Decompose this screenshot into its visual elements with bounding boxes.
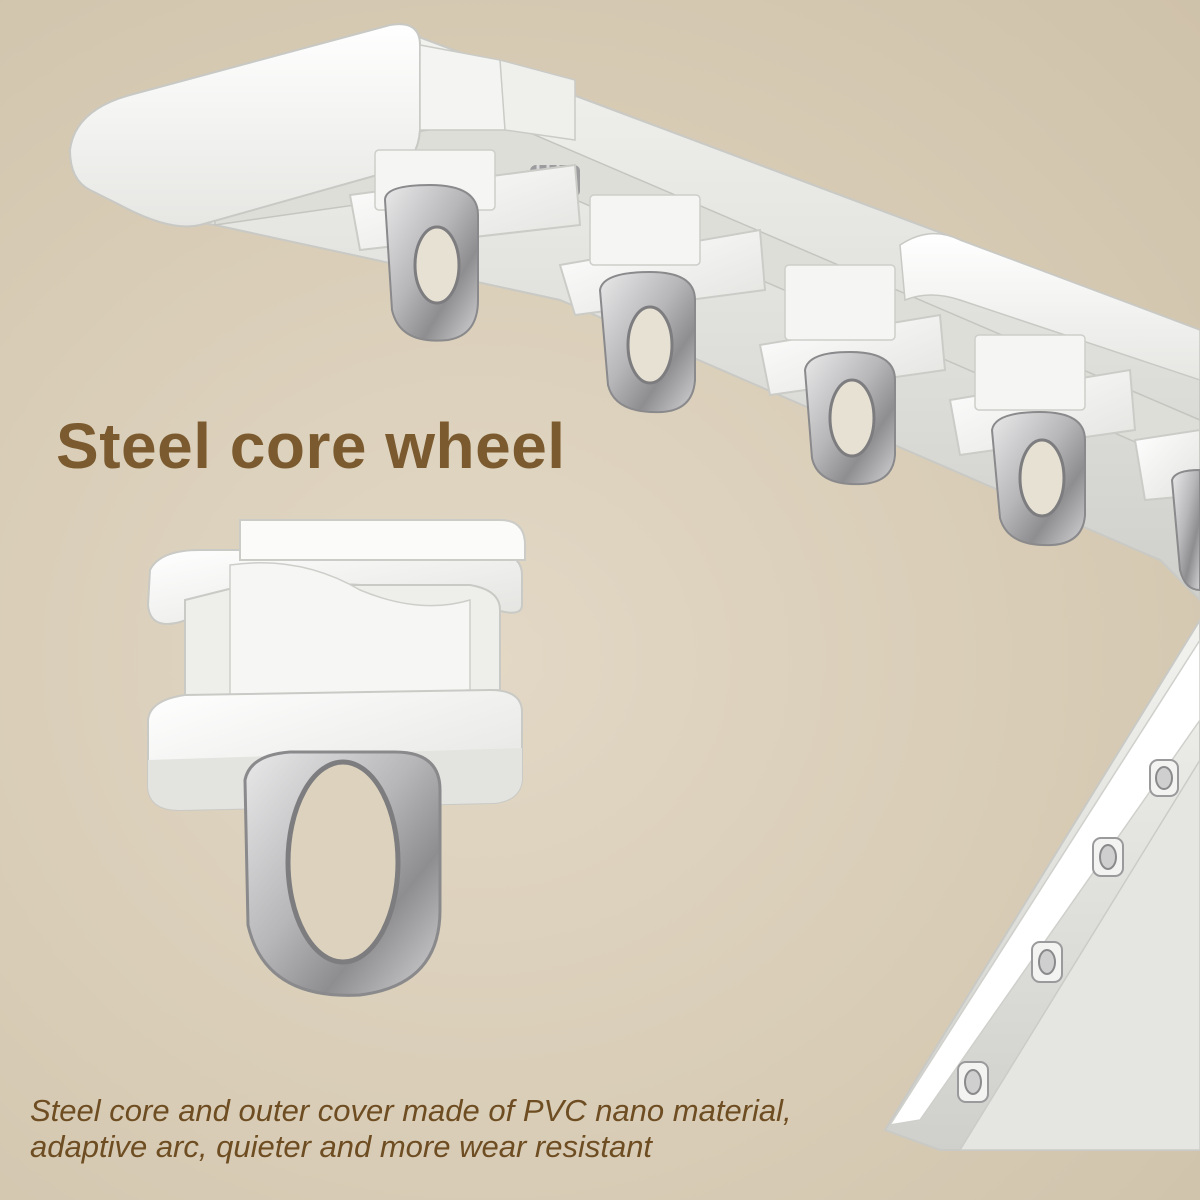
rail-slider bbox=[957, 1061, 989, 1103]
headline: Steel core wheel bbox=[56, 410, 566, 482]
rail-slider bbox=[1092, 837, 1124, 877]
rail-slider bbox=[1149, 759, 1179, 797]
caption: Steel core and outer cover made of PVC n… bbox=[30, 1093, 930, 1165]
rail-slider bbox=[758, 264, 947, 486]
rail-slider bbox=[558, 194, 767, 414]
rail-slider bbox=[1031, 941, 1063, 983]
lower-track bbox=[883, 618, 1200, 1151]
rail-slider bbox=[1133, 428, 1200, 592]
caption-line-1: Steel core and outer cover made of PVC n… bbox=[30, 1093, 792, 1128]
caption-line-2: adaptive arc, quieter and more wear resi… bbox=[30, 1129, 653, 1164]
rail-slider bbox=[948, 334, 1137, 547]
slider-closeup bbox=[146, 519, 526, 997]
rail-slider bbox=[348, 149, 582, 342]
